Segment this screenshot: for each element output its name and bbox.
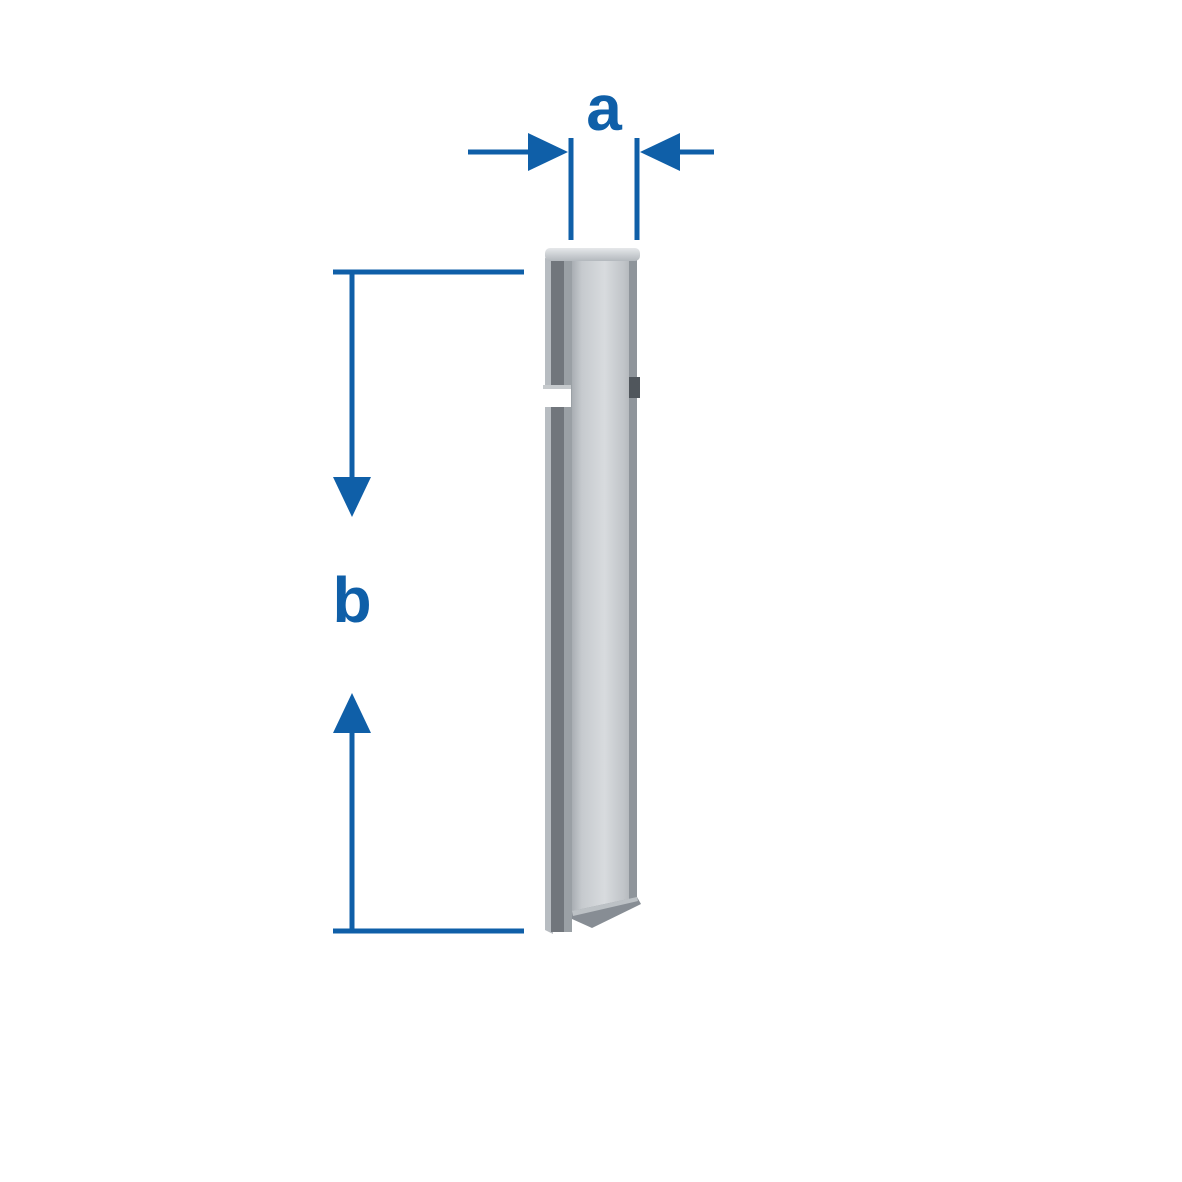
- profile-bottom-fin-highlight: [572, 897, 638, 916]
- profile-front-face: [572, 249, 637, 911]
- profile-slot-left-shadow: [543, 385, 571, 389]
- profile-channel-interior: [551, 258, 568, 932]
- dim-a-arrow-left-icon: [528, 133, 568, 171]
- dim-a-arrow-right-icon: [640, 133, 680, 171]
- profile-slot-left: [543, 385, 571, 407]
- profile-slot-right: [629, 377, 640, 398]
- dim-b-arrow-up-icon: [333, 693, 371, 733]
- dimension-a: a: [468, 72, 714, 240]
- dim-b-label: b: [332, 564, 371, 636]
- profile-channel-lip: [564, 258, 572, 932]
- profile-right-edge: [629, 252, 637, 899]
- profile-top-cap: [545, 248, 640, 261]
- dim-b-arrow-down-icon: [333, 477, 371, 517]
- profile-illustration: [543, 248, 641, 934]
- dim-a-label: a: [586, 72, 622, 144]
- dimension-b: b: [332, 269, 524, 934]
- profile-bottom-fin: [572, 897, 641, 928]
